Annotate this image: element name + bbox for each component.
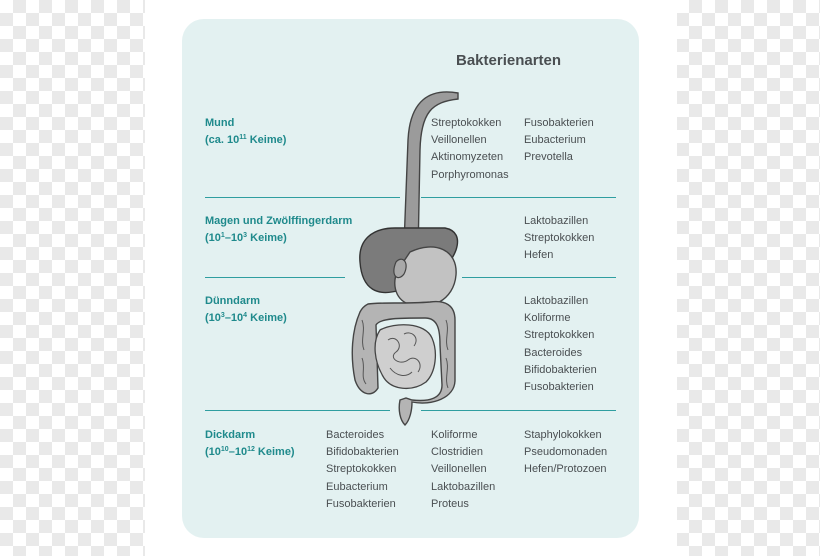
bacteria-list: Laktobazillen Koliforme Streptokokken Ba… — [524, 293, 597, 396]
bacteria-item: Veillonellen — [431, 463, 487, 476]
diagram-title: Bakterienarten — [456, 52, 562, 69]
bacteria-item: Proteus — [431, 497, 469, 510]
bacteria-item: Fusobakterien — [326, 497, 396, 510]
gallbladder-shape — [393, 258, 407, 279]
bacteria-item: Bifidobakterien — [326, 446, 399, 459]
bacteria-item: Clostridien — [431, 446, 483, 459]
bacteria-item: Fusobakterien — [524, 117, 594, 129]
region-label: Magen und Zwölffingerdarm — [205, 215, 353, 227]
bacteria-item: Hefen — [524, 249, 554, 262]
bacteria-item: Bacteroides — [326, 429, 385, 441]
bacteria-item: Streptokokken — [524, 329, 595, 342]
region-label: Dickdarm — [205, 429, 256, 441]
bacteria-item: Prevotella — [524, 151, 573, 164]
bacteria-list: Bacteroides Bifidobakterien Streptokokke… — [326, 427, 399, 513]
small-intestine-shape — [374, 324, 437, 389]
region-large-intestine: Dickdarm (1010–1012 Keime) — [205, 427, 295, 461]
bacteria-item: Pseudomonaden — [524, 446, 608, 459]
bacteria-item: Eubacterium — [524, 134, 586, 147]
bacteria-item: Streptokokken — [524, 232, 595, 245]
bacteria-item: Eubacterium — [326, 480, 388, 493]
divider-line — [205, 410, 390, 411]
bacteria-item: Laktobazillen — [524, 215, 589, 227]
bacteria-item: Streptokokken — [431, 117, 502, 129]
bacteria-item: Koliforme — [524, 312, 571, 325]
region-stomach-duodenum: Magen und Zwölffingerdarm (101–103 Keime… — [205, 213, 352, 247]
digestive-tract-illustration — [351, 91, 459, 426]
bacteria-count: (103–104 Keime) — [205, 312, 287, 324]
bacteria-count: (ca. 1011 Keime) — [205, 134, 287, 146]
bacteria-count: (101–103 Keime) — [205, 232, 287, 244]
bacteria-item: Porphyromonas — [431, 168, 509, 181]
bacteria-item: Bacteroides — [524, 346, 583, 359]
region-label: Mund — [205, 117, 235, 129]
divider-line — [205, 197, 400, 198]
bacteria-list: Streptokokken Veillonellen Aktinomyzeten… — [431, 115, 509, 184]
bacteria-list: Laktobazillen Streptokokken Hefen — [524, 213, 594, 265]
bacteria-item: Fusobakterien — [524, 381, 594, 394]
bacteria-item: Hefen/Protozoen — [524, 463, 607, 476]
bacteria-item: Laktobazillen — [431, 480, 496, 493]
divider-line — [421, 197, 616, 198]
divider-line — [421, 410, 616, 411]
divider-line — [205, 277, 345, 278]
region-small-intestine: Dünndarm (103–104 Keime) — [205, 293, 287, 327]
bacteria-item: Laktobazillen — [524, 295, 589, 307]
divider-line — [462, 277, 616, 278]
bacteria-item: Koliforme — [431, 429, 478, 441]
bacteria-list: Koliforme Clostridien Veillonellen Lakto… — [431, 427, 495, 513]
bacteria-item: Bifidobakterien — [524, 363, 597, 376]
bacteria-list: Fusobakterien Eubacterium Prevotella — [524, 115, 594, 167]
bacteria-item: Aktinomyzeten — [431, 151, 504, 164]
large-intestine-shape — [351, 300, 456, 426]
bacteria-item: Staphylokokken — [524, 429, 602, 441]
bacteria-item: Veillonellen — [431, 134, 487, 147]
region-mouth: Mund (ca. 1011 Keime) — [205, 115, 286, 149]
bacteria-item: Streptokokken — [326, 463, 397, 476]
region-label: Dünndarm — [205, 295, 260, 307]
bacteria-count: (1010–1012 Keime) — [205, 446, 295, 458]
bacteria-list: Staphylokokken Pseudomonaden Hefen/Proto… — [524, 427, 607, 479]
